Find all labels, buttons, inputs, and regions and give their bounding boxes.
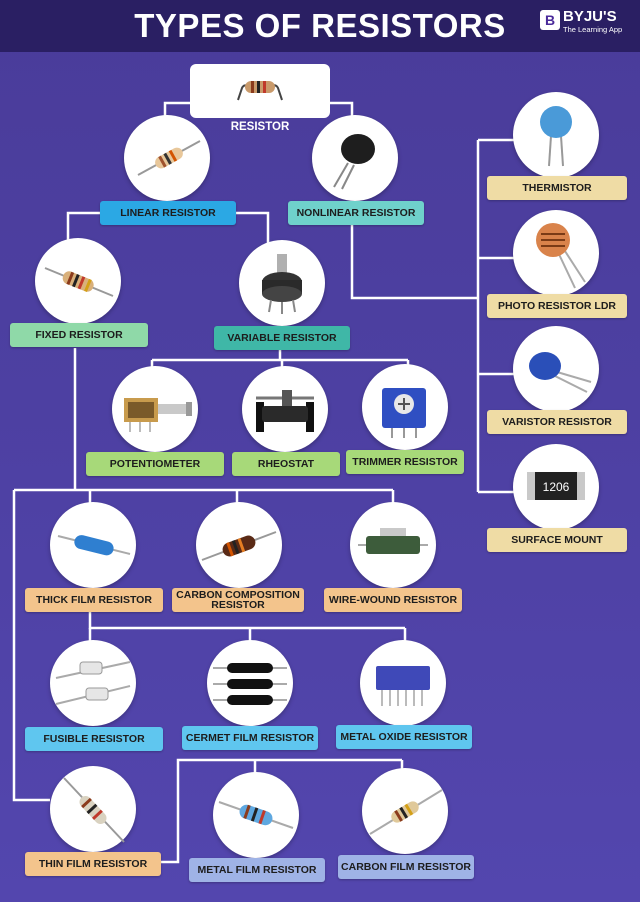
- fixed-resistor-image: [35, 238, 121, 324]
- thin-film-icon: [63, 777, 125, 843]
- photo-resistor-image: [513, 210, 599, 296]
- carbon-film-icon: [369, 789, 443, 835]
- brand-name: BYJU'S: [563, 8, 617, 25]
- variable-resistor-label: VARIABLE RESISTOR: [214, 326, 350, 350]
- trimmer-resistor-image: [362, 364, 448, 450]
- ldr-icon: [536, 223, 586, 289]
- rheostat-icon: [256, 390, 314, 432]
- cermet-film-image: [207, 640, 293, 726]
- varistor-disc-icon: [529, 352, 592, 393]
- ceramic-thermistor-icon: [540, 106, 572, 167]
- fusible-resistor-image: [50, 640, 136, 726]
- nonlinear-resistor-label: NONLINEAR RESISTOR: [288, 201, 424, 225]
- potentiometer-label: POTENTIOMETER: [86, 452, 224, 476]
- carbon-composition-label: CARBON COMPOSITION RESISTOR: [172, 588, 304, 612]
- surface-mount-image: 1206: [513, 444, 599, 530]
- dual-potentiometer-icon: [124, 398, 192, 432]
- metal-film-image: [213, 772, 299, 858]
- carbon-film-label: CARBON FILM RESISTOR: [338, 855, 474, 879]
- cermet-film-icon: [213, 663, 287, 705]
- fusible-resistor-icon: [55, 661, 131, 705]
- wire-wound-label: WIRE-WOUND RESISTOR: [324, 588, 462, 612]
- fixed-resistor-icon: [44, 267, 114, 297]
- linear-resistor-label: LINEAR RESISTOR: [100, 201, 236, 225]
- linear-resistor-image: [124, 115, 210, 201]
- thick-film-resistor-image: [50, 502, 136, 588]
- carbon-film-image: [362, 768, 448, 854]
- thick-film-resistor-icon: [57, 535, 131, 556]
- page-title: TYPES OF RESISTORS: [134, 7, 506, 44]
- metal-film-label: METAL FILM RESISTOR: [189, 858, 325, 882]
- wire-wound-icon: [358, 528, 428, 554]
- surface-mount-label: SURFACE MOUNT: [487, 528, 627, 552]
- rheostat-image: [242, 366, 328, 452]
- photo-resistor-label: PHOTO RESISTOR LDR: [487, 294, 627, 318]
- varistor-resistor-label: VARISTOR RESISTOR: [487, 410, 627, 434]
- rheostat-label: RHEOSTAT: [232, 452, 340, 476]
- thermistor-label: THERMISTOR: [487, 176, 627, 200]
- carbon-composition-image: [196, 502, 282, 588]
- nonlinear-resistor-image: [312, 115, 398, 201]
- cermet-film-label: CERMET FILM RESISTOR: [182, 726, 318, 750]
- wire-wound-image: [350, 502, 436, 588]
- smd-chip-icon: 1206: [527, 472, 585, 500]
- chip-marking: 1206: [543, 480, 570, 494]
- thin-film-image: [50, 766, 136, 852]
- brand-tagline: The Learning App: [563, 25, 623, 34]
- rotary-potentiometer-icon: [262, 254, 302, 314]
- variable-resistor-image: [239, 240, 325, 326]
- fixed-resistor-label: FIXED RESISTOR: [10, 323, 148, 347]
- carbon-composition-icon: [201, 531, 277, 561]
- thermistor-image: [513, 92, 599, 178]
- brand-logo: B BYJU'S The Learning App: [540, 8, 630, 38]
- metal-oxide-label: METAL OXIDE RESISTOR: [336, 725, 472, 749]
- resistor-root-card: [190, 64, 330, 118]
- trimmer-resistor-label: TRIMMER RESISTOR: [346, 450, 464, 474]
- trimmer-icon: [382, 388, 426, 438]
- thin-film-label: THIN FILM RESISTOR: [25, 852, 161, 876]
- resistor-root-label: RESISTOR: [230, 121, 290, 133]
- fusible-resistor-label: FUSIBLE RESISTOR: [25, 727, 163, 751]
- varistor-image: [513, 326, 599, 412]
- thermistor-disc-icon: [333, 134, 375, 190]
- metal-oxide-image: [360, 640, 446, 726]
- potentiometer-image: [112, 366, 198, 452]
- header-bar: TYPES OF RESISTORS B BYJU'S The Learning…: [0, 0, 640, 52]
- resistor-icon: [237, 81, 283, 101]
- axial-resistor-icon: [137, 140, 201, 176]
- brand-mark-icon: B: [540, 10, 560, 30]
- thick-film-resistor-label: THICK FILM RESISTOR: [25, 588, 163, 612]
- metal-oxide-network-icon: [376, 666, 430, 706]
- metal-film-icon: [218, 801, 294, 829]
